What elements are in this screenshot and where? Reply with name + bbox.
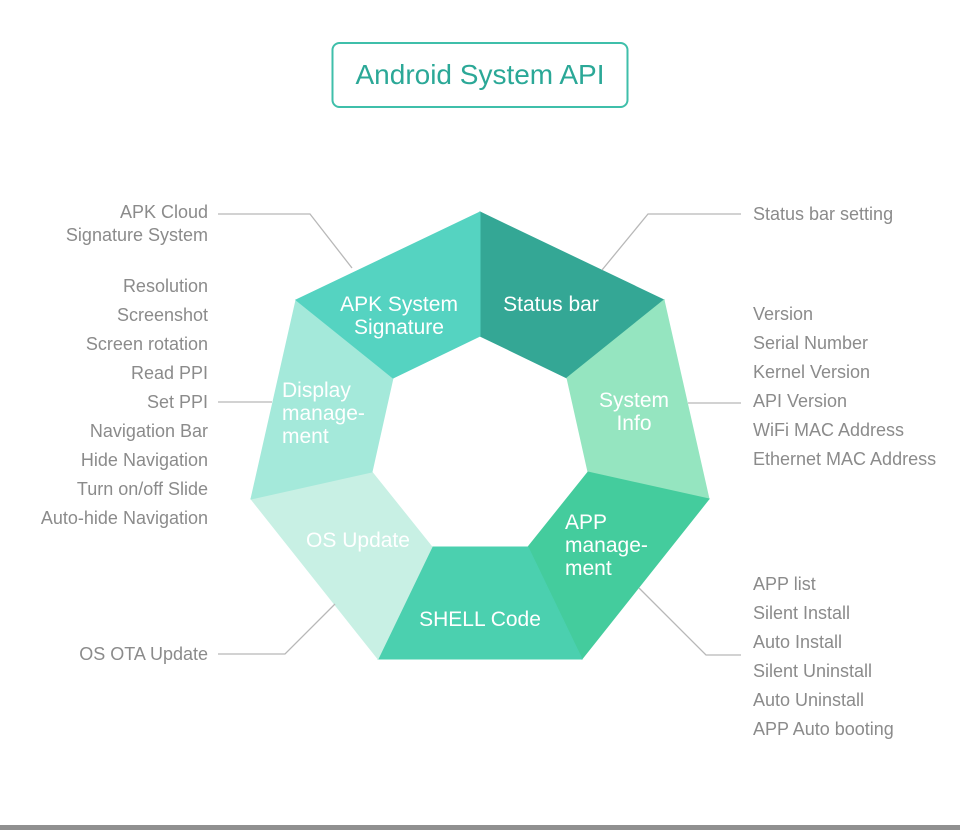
callout-line: Status bar setting xyxy=(753,204,894,224)
callout-display-management: Resolution Screenshot Screen rotation Re… xyxy=(41,272,208,533)
callout-item: Auto Install xyxy=(753,632,843,652)
leader-line-os-ota-update xyxy=(218,603,336,655)
label-system-info: System Info xyxy=(598,389,670,435)
page-title: Android System API xyxy=(355,59,605,90)
callout-app-management: APP list Silent Install Auto Install Sil… xyxy=(753,570,894,744)
callout-item: Turn on/off Slide xyxy=(76,479,208,499)
callout-item: Resolution xyxy=(122,276,208,296)
callout-line: OS OTA Update xyxy=(79,644,208,664)
callout-line: Signature System xyxy=(65,225,208,245)
callout-item: Serial Number xyxy=(753,333,869,353)
label-os-update: OS Update xyxy=(306,529,410,552)
title-box: Android System API xyxy=(331,42,629,108)
callout-status-bar-setting: Status bar setting xyxy=(753,200,893,229)
callout-item: Silent Uninstall xyxy=(753,661,873,681)
leader-line-app-management xyxy=(638,587,741,656)
callout-apk-cloud-signature: APK Cloud Signature System xyxy=(66,201,208,247)
callout-item: Navigation Bar xyxy=(89,421,208,441)
segment-apk-system-signature xyxy=(295,211,481,379)
callout-os-ota-update: OS OTA Update xyxy=(79,640,208,669)
callout-item: Kernel Version xyxy=(753,362,871,382)
callout-item: Auto-hide Navigation xyxy=(40,508,208,528)
leader-line-status-bar-setting xyxy=(601,213,741,271)
callout-item: Auto Uninstall xyxy=(753,690,865,710)
callout-item: WiFi MAC Address xyxy=(753,420,905,440)
label-apk-system-signature: APK System Signature xyxy=(340,293,458,339)
callout-item: Read PPI xyxy=(130,363,208,383)
callout-item: Hide Navigation xyxy=(80,450,208,470)
callout-item: Set PPI xyxy=(146,392,208,412)
footer-bar xyxy=(0,825,960,830)
label-app-management: APP manage- ment xyxy=(565,511,648,580)
callout-item: API Version xyxy=(753,391,848,411)
label-status-bar: Status bar xyxy=(503,293,599,316)
callout-item: Version xyxy=(753,304,814,324)
leader-line-apk-cloud xyxy=(218,213,353,269)
callout-item: Screenshot xyxy=(116,305,208,325)
label-display-management: Display manage- ment xyxy=(282,379,365,448)
callout-item: APP Auto booting xyxy=(753,719,894,739)
callout-line: APK Cloud xyxy=(119,202,208,222)
callout-item: Screen rotation xyxy=(85,334,208,354)
callout-item: Ethernet MAC Address xyxy=(753,449,937,469)
callout-system-info: Version Serial Number Kernel Version API… xyxy=(753,300,936,474)
callout-item: APP list xyxy=(753,574,816,594)
callout-item: Silent Install xyxy=(753,603,851,623)
label-shell-code: SHELL Code xyxy=(419,608,541,631)
